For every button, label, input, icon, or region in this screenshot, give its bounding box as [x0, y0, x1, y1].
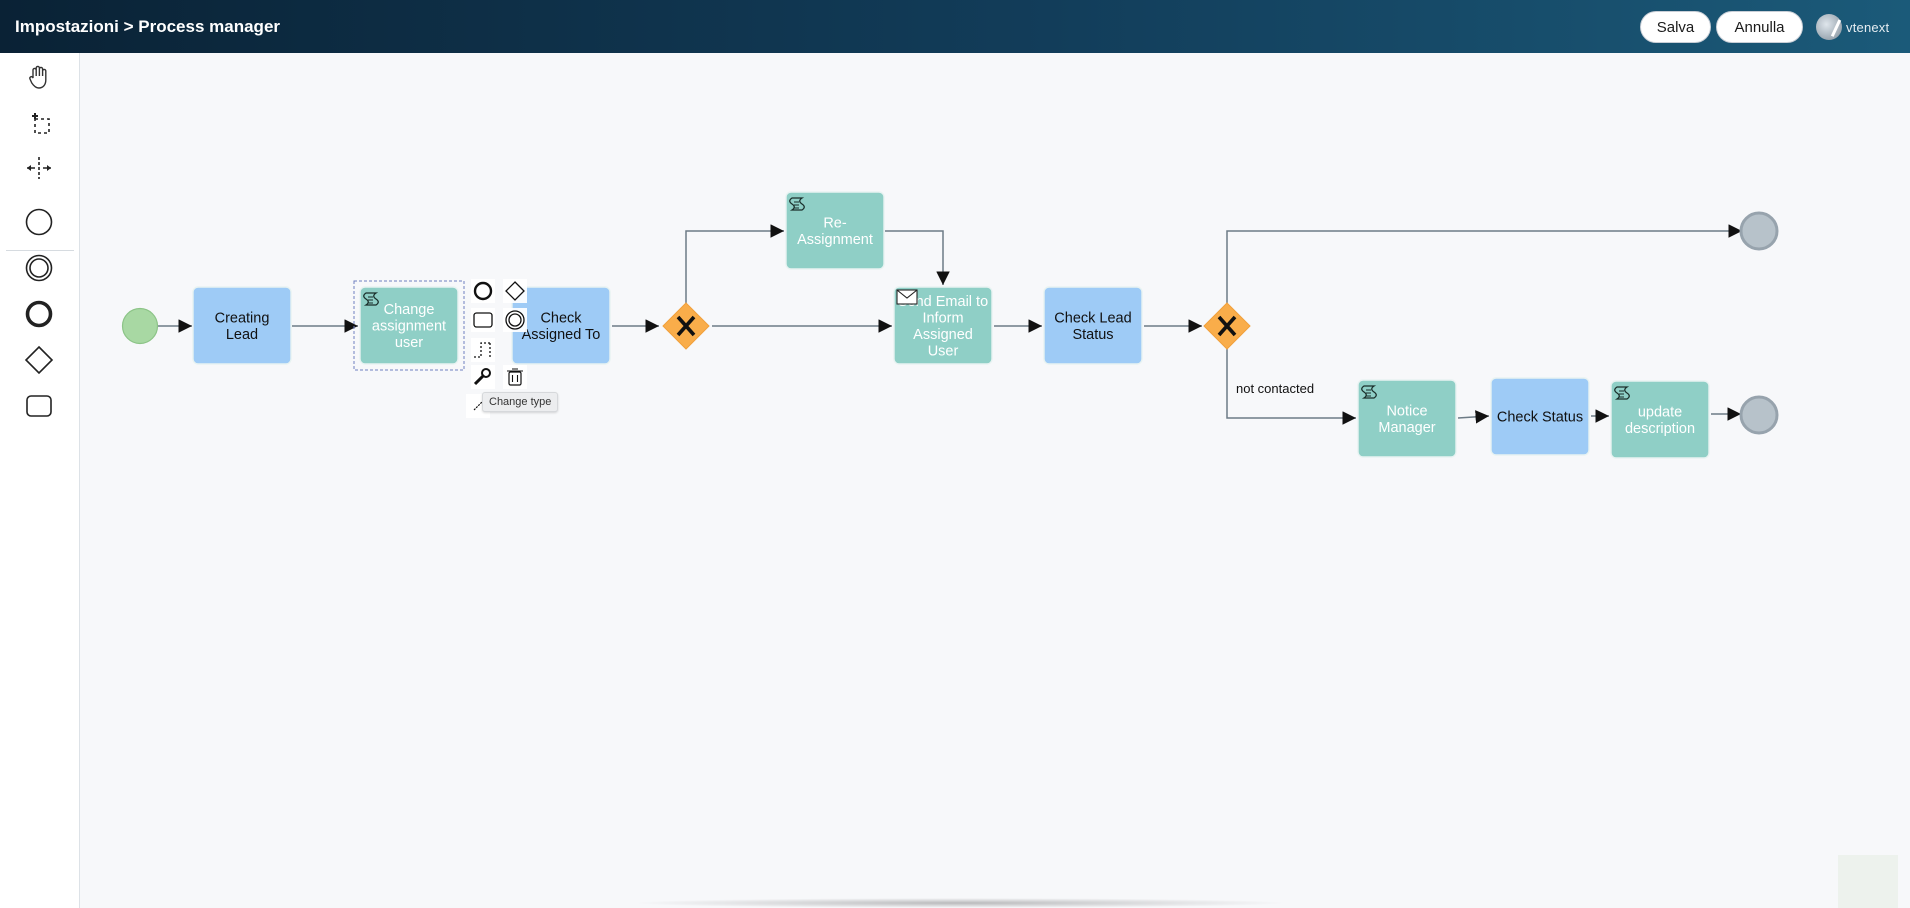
task-label: Send Email to [898, 294, 988, 310]
task-label: Check [540, 310, 582, 326]
pad-wrench-icon[interactable] [471, 365, 495, 389]
task-label: Assignment [797, 232, 873, 248]
task-label: Assigned To [522, 327, 601, 343]
task-label: Re- [823, 215, 847, 231]
change-type-tooltip: Change type [482, 392, 559, 412]
sequence-flow[interactable] [1226, 349, 1356, 425]
palette-separator [6, 250, 74, 251]
task-label: assignment [372, 319, 446, 335]
sequence-flow[interactable] [885, 230, 950, 285]
sequence-flow[interactable] [685, 224, 784, 303]
script-task-icon [789, 197, 805, 211]
task-label: Inform [922, 310, 963, 326]
cancel-button[interactable]: Annulla [1716, 11, 1803, 43]
script-task-icon [1614, 386, 1630, 400]
task-label: Status [1072, 327, 1113, 343]
space-tool-icon[interactable] [20, 151, 58, 185]
task-label: Creating [215, 310, 270, 326]
task-re-assignment[interactable]: Re-Assignment [785, 191, 885, 270]
lasso-tool-icon[interactable] [20, 106, 58, 140]
script-task-icon [363, 292, 379, 306]
task-label: Check Status [1497, 410, 1583, 426]
task-label: Lead [226, 327, 258, 343]
minimap[interactable] [1838, 855, 1898, 908]
end-event[interactable] [1739, 211, 1779, 251]
sequence-flow[interactable] [1226, 224, 1742, 303]
sequence-flow[interactable] [1457, 410, 1490, 424]
task-icon[interactable] [20, 389, 58, 423]
end-event[interactable] [1739, 395, 1779, 435]
task-label: User [928, 343, 959, 359]
pad-task-icon[interactable] [471, 308, 495, 332]
task-label: Notice [1386, 403, 1427, 419]
mail-icon [896, 289, 918, 305]
start-event-icon[interactable] [20, 205, 58, 239]
pad-connect-icon[interactable] [471, 338, 495, 362]
hand-tool-icon[interactable] [20, 60, 58, 94]
task-label: description [1625, 421, 1695, 437]
intermediate-event-icon[interactable] [20, 251, 58, 285]
bottom-scroll-shadow [630, 898, 1290, 908]
pad-end-event-icon[interactable] [471, 279, 495, 303]
script-task-icon [1361, 385, 1377, 399]
end-event-icon[interactable] [20, 297, 58, 331]
task-label: Manager [1378, 420, 1435, 436]
task-label: update [1638, 404, 1682, 420]
task-label: Check Lead [1054, 310, 1131, 326]
exclusive-gateway[interactable] [662, 302, 710, 350]
exclusive-gateway[interactable] [1203, 302, 1251, 350]
task-check-status[interactable]: Check Status [1490, 377, 1590, 456]
pad-intermediate-event-icon[interactable] [503, 308, 527, 332]
logo-text: vtenext [1846, 19, 1890, 35]
flow-label-not-contacted: not contacted [1236, 381, 1314, 396]
save-button[interactable]: Salva [1640, 11, 1711, 43]
pad-delete-icon[interactable] [503, 365, 527, 389]
gateway-icon[interactable] [20, 343, 58, 377]
top-bar: Impostazioni > Process manager [0, 0, 1910, 53]
task-label: Assigned [913, 327, 973, 343]
selection-outline [353, 280, 465, 371]
palette-sidebar [0, 53, 80, 908]
task-label: Change [384, 302, 435, 318]
pad-gateway-icon[interactable] [503, 279, 527, 303]
task-label: user [395, 335, 423, 351]
page-title: Impostazioni > Process manager [15, 16, 281, 36]
vtenext-logo: vtenext [1816, 12, 1896, 42]
logo-mark-icon [1816, 14, 1842, 40]
start-event[interactable] [121, 307, 159, 345]
